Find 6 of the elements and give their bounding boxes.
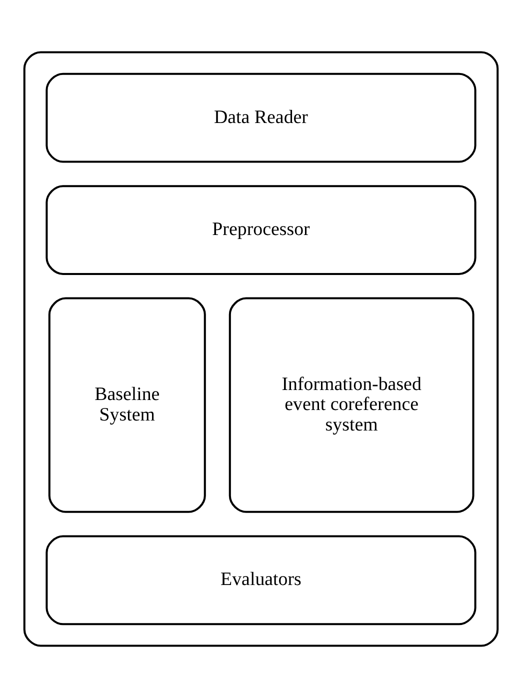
node-box: Baseline System — [48, 297, 206, 513]
cluster — [23, 51, 499, 647]
node-box: Information-based event coreference system — [228, 297, 474, 513]
node-box: Evaluators — [46, 535, 476, 626]
node-box: Data Reader — [46, 72, 476, 163]
node-box: Preprocessor — [46, 185, 476, 275]
